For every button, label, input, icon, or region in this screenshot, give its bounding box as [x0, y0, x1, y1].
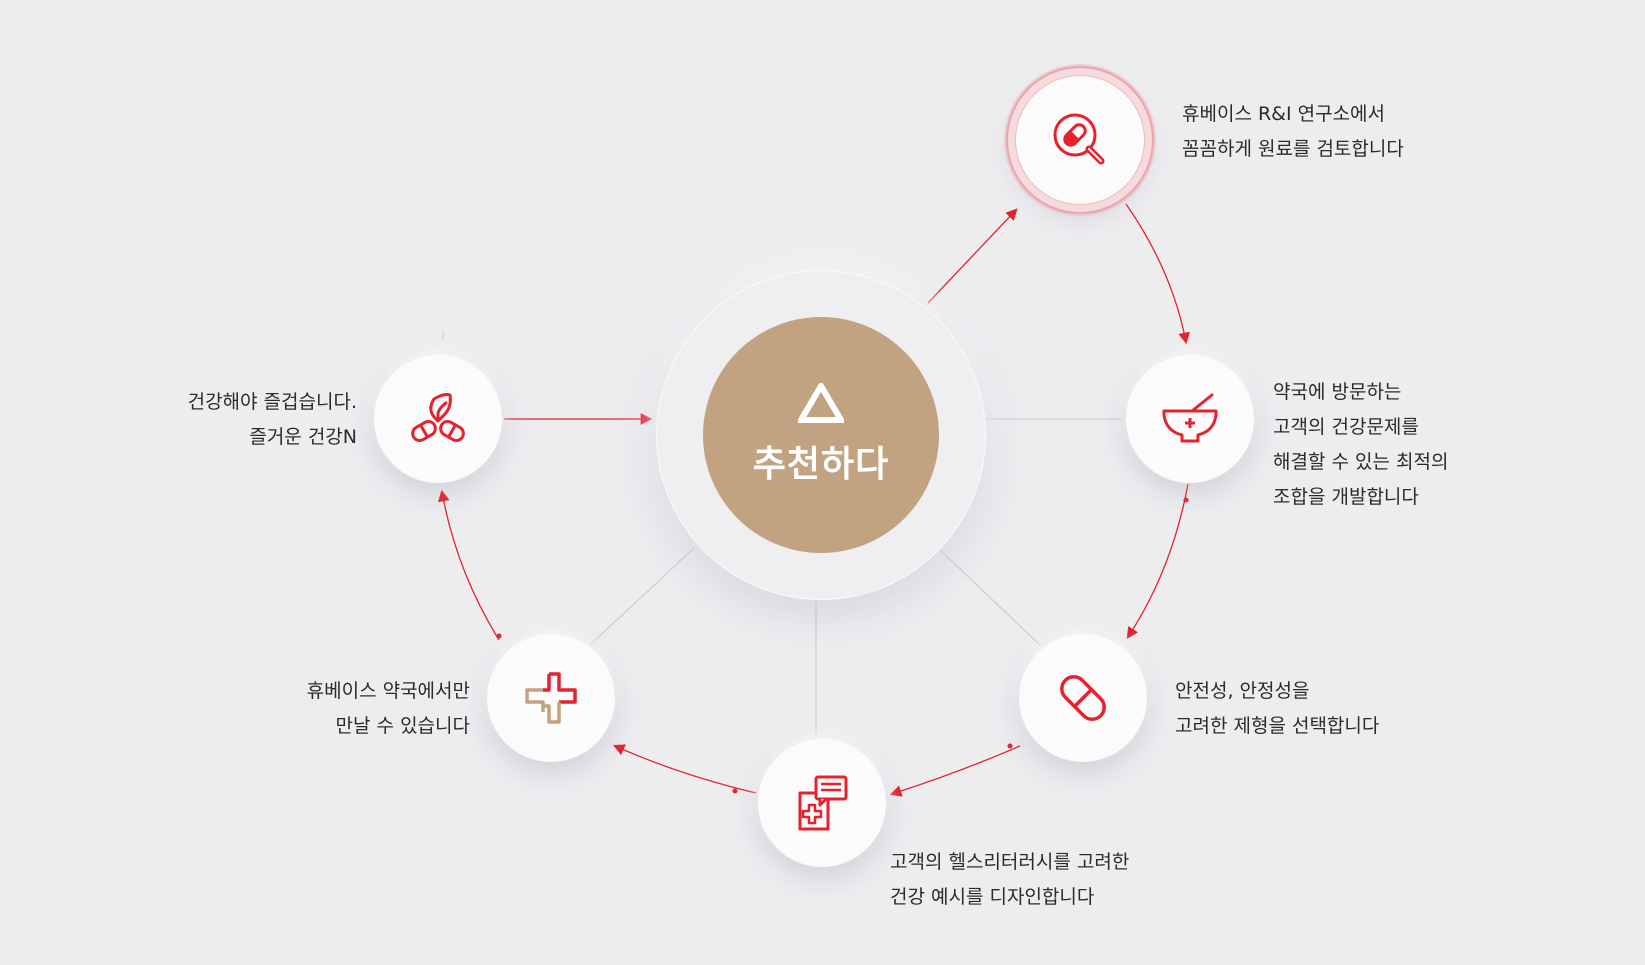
desc-line: 안전성, 안정성을	[1175, 680, 1310, 702]
desc-leaf: 건강해야 즐겁습니다. 즐거운 건강N	[188, 385, 357, 455]
spoke-line	[937, 547, 1041, 646]
desc-capsule: 안전성, 안정성을 고려한 제형을 선택합니다	[1175, 674, 1379, 744]
mortar-pestle-icon	[1162, 393, 1218, 443]
desc-line: 휴베이스 약국에서만	[306, 680, 470, 702]
node-pharmacy-cross	[487, 634, 615, 762]
desc-line: 꼼꼼하게 원료를 검토합니다	[1182, 138, 1404, 160]
desc-line: 건강 예시를 디자인합니다	[890, 886, 1095, 908]
node-research	[1016, 76, 1144, 204]
node-leaf	[374, 355, 502, 483]
capsule-icon	[1060, 675, 1106, 721]
desc-line: 약국에 방문하는	[1273, 381, 1402, 403]
spoke-line	[589, 547, 695, 646]
desc-line: 해결할 수 있는 최적의	[1273, 451, 1449, 473]
desc-line: 즐거운 건강N	[249, 426, 357, 448]
triangle-logo-icon	[798, 383, 844, 423]
desc-document: 고객의 헬스리터러시를 고려한 건강 예시를 디자인합니다	[890, 845, 1129, 915]
desc-line: 조합을 개발합니다	[1273, 486, 1419, 508]
desc-line: 휴베이스 R&I 연구소에서	[1182, 103, 1386, 125]
node-capsule	[1019, 634, 1147, 762]
arrow-center-to-research	[927, 208, 1018, 304]
leaf-pills-icon	[411, 393, 465, 442]
desc-line: 고객의 헬스리터러시를 고려한	[890, 851, 1130, 873]
arrow-pharmacy-to-capsule	[1126, 483, 1189, 639]
desc-line: 만날 수 있습니다	[335, 715, 470, 737]
desc-pharmacy: 약국에 방문하는 고객의 건강문제를 해결할 수 있는 최적의 조합을 개발합니…	[1273, 375, 1448, 515]
desc-line: 건강해야 즐겁습니다.	[187, 391, 357, 413]
desc-research: 휴베이스 R&I 연구소에서 꼼꼼하게 원료를 검토합니다	[1182, 97, 1404, 167]
node-pharmacy	[1126, 355, 1254, 483]
arrow-research-to-pharmacy	[1125, 203, 1190, 345]
arrow-cross-to-leaf	[437, 489, 500, 641]
center-title: 추천하다	[752, 444, 890, 485]
center-circle: 추천하다	[703, 317, 939, 553]
health-document-icon	[798, 775, 848, 831]
magnifier-pill-icon	[1053, 113, 1105, 165]
pharmacy-cross-icon	[525, 672, 577, 724]
desc-line: 고려한 제형을 선택합니다	[1175, 715, 1380, 737]
arrow-document-to-cross	[612, 744, 757, 794]
desc-line: 고객의 건강문제를	[1273, 416, 1419, 438]
desc-pharmacy-cross: 휴베이스 약국에서만 만날 수 있습니다	[307, 674, 470, 744]
node-document	[758, 739, 886, 867]
arrow-capsule-to-document	[889, 745, 1021, 797]
